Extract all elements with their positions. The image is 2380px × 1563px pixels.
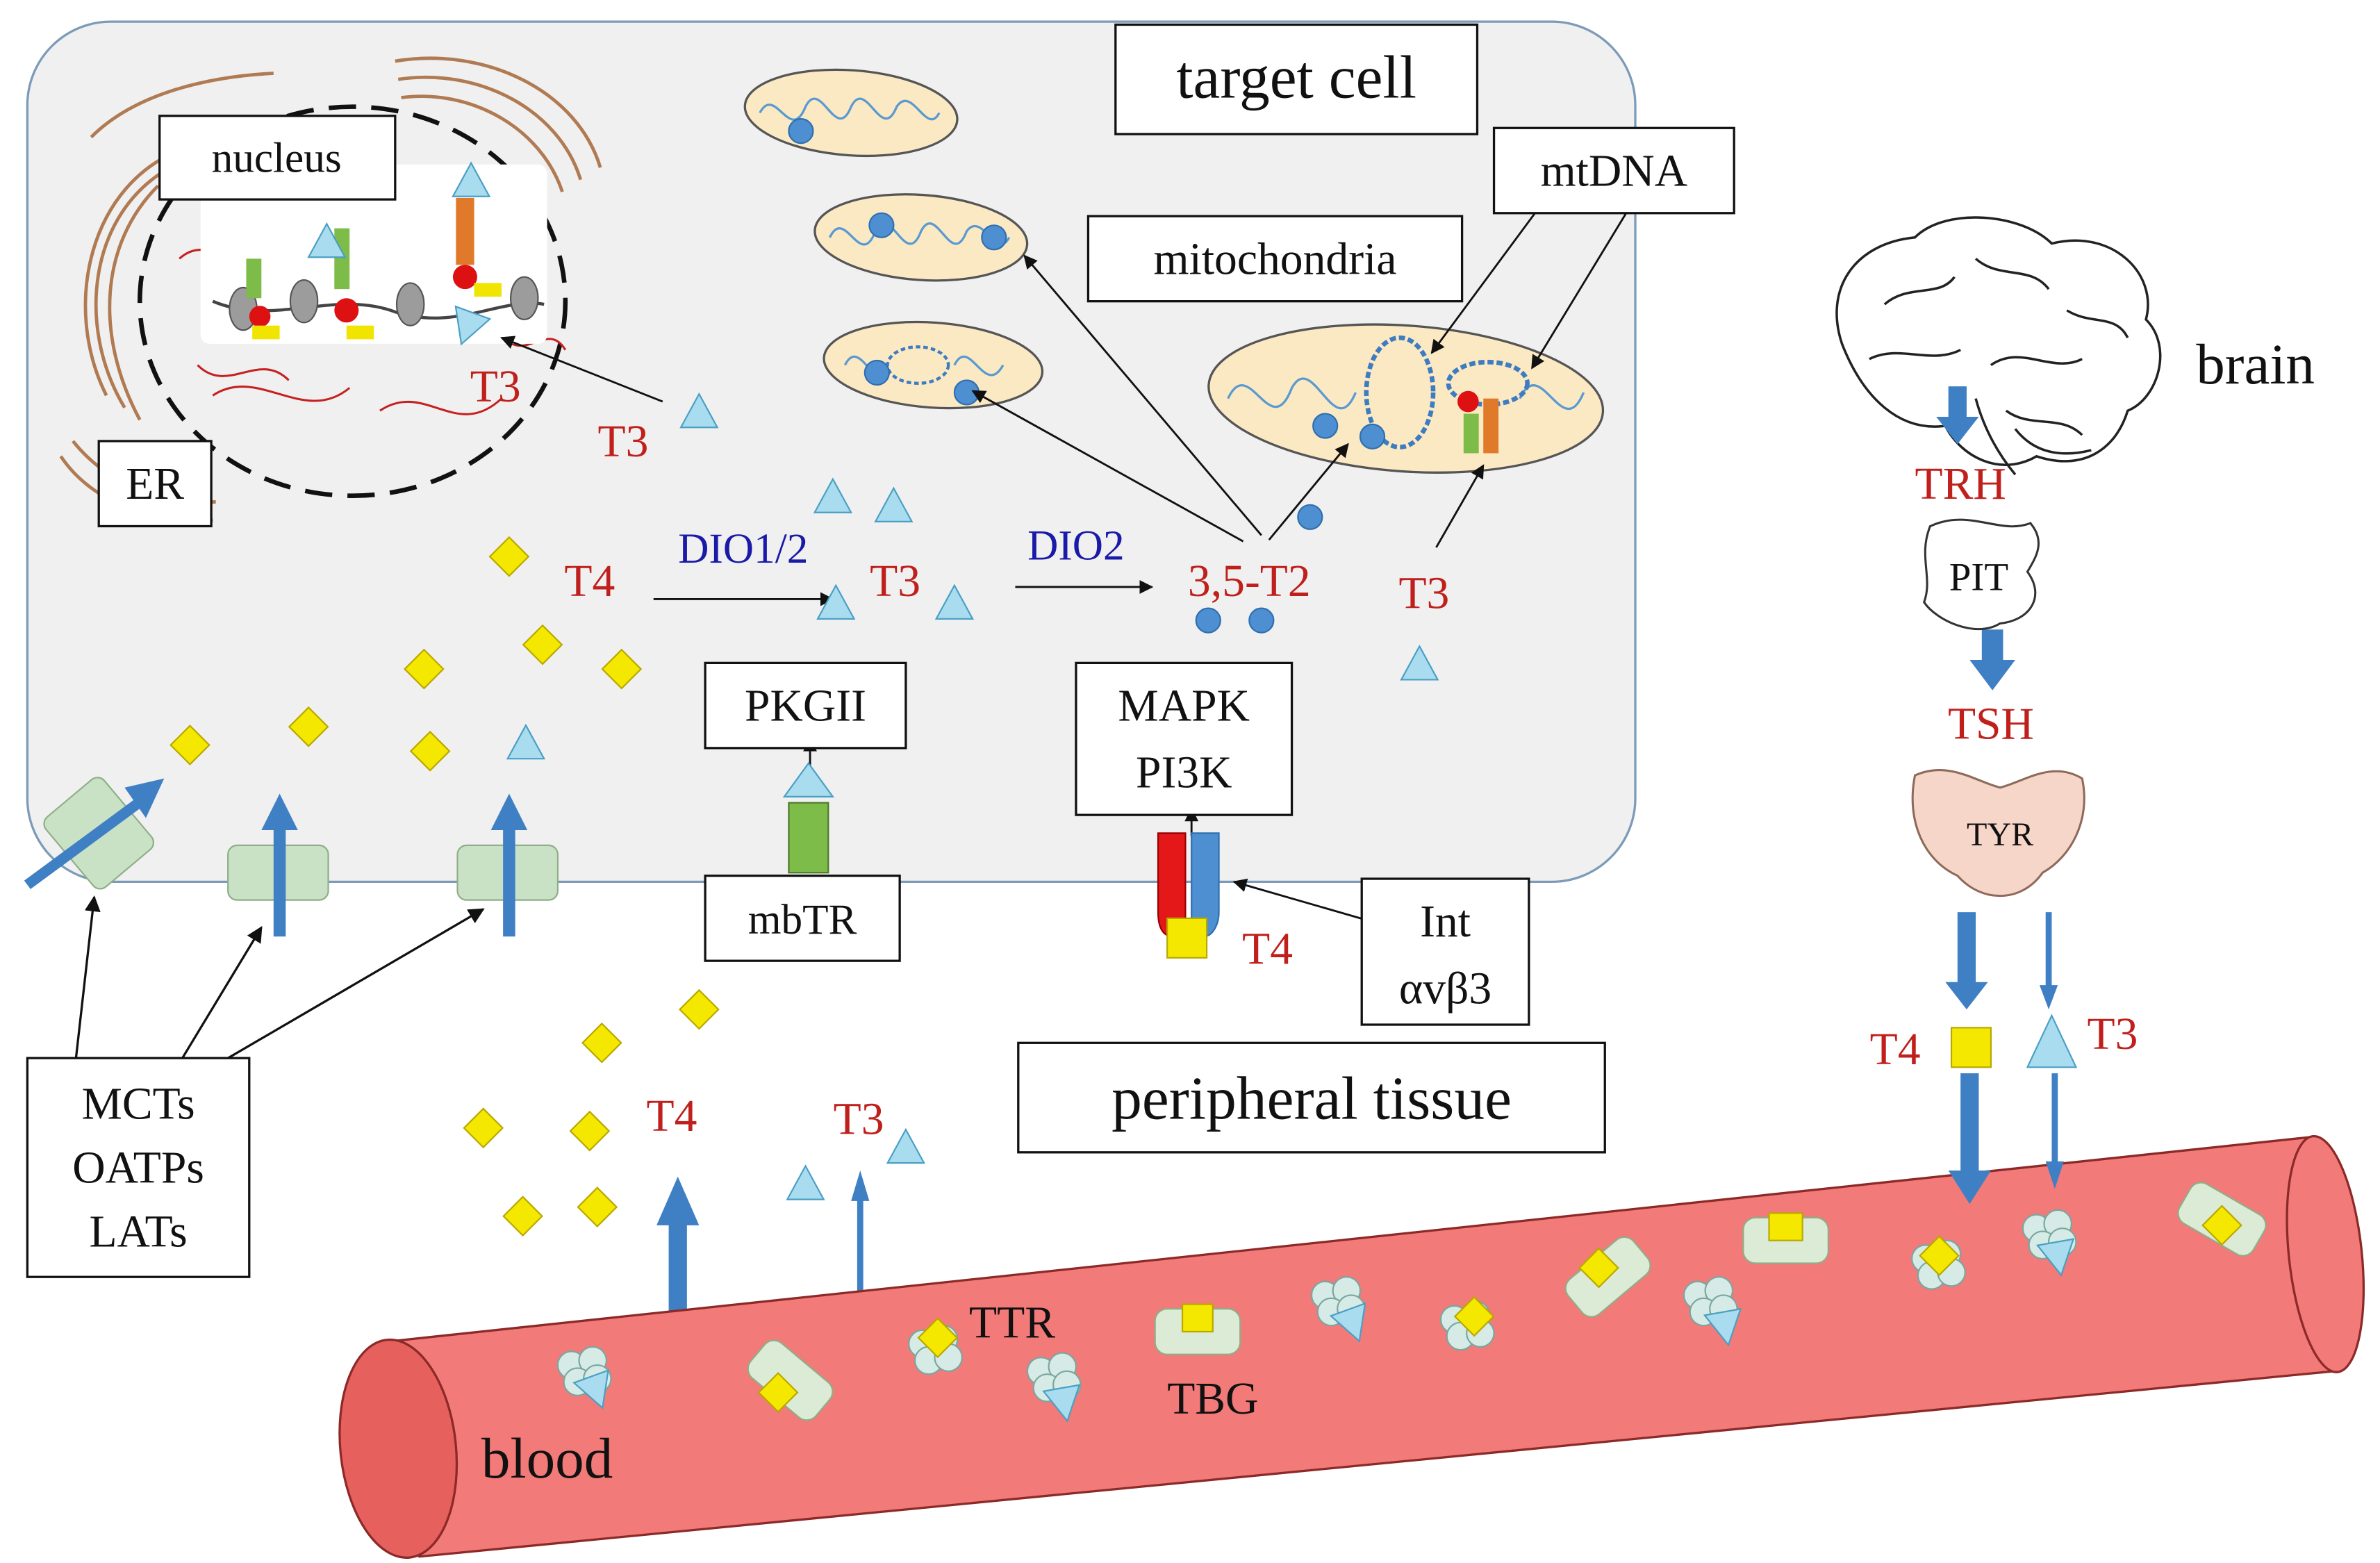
t3-mito-label: T3 bbox=[1398, 569, 1449, 619]
t3-cytosol-label: T3 bbox=[598, 417, 649, 467]
pkgii-label: PKGII bbox=[745, 681, 866, 731]
thyroid-gland-icon: TYR bbox=[1911, 768, 2085, 898]
mitochondria-label: mitochondria bbox=[1154, 234, 1397, 284]
pit-label: PIT bbox=[1949, 555, 2008, 599]
er-label-box: ER bbox=[97, 440, 213, 528]
mcts-label: MCTs bbox=[81, 1080, 195, 1130]
blood-vessel bbox=[338, 1134, 2365, 1559]
arrows-internal bbox=[500, 212, 1628, 923]
t4-thyroid-marker bbox=[1950, 1027, 1992, 1068]
oatps-label: OATPs bbox=[72, 1143, 204, 1193]
t4-cell-label: T4 bbox=[564, 556, 615, 606]
int-label: Int bbox=[1420, 897, 1471, 947]
mtdna-label-box: mtDNA bbox=[1492, 126, 1735, 215]
integrin-subunits-label: αvβ3 bbox=[1399, 964, 1491, 1014]
dio2-label: DIO2 bbox=[1027, 522, 1125, 570]
t4-extracellular-label: T4 bbox=[647, 1091, 697, 1141]
blood-carrier-proteins bbox=[556, 1177, 2272, 1426]
transporter-label-box: MCTs OATPs LATs bbox=[26, 1057, 251, 1278]
tbg-label: TBG bbox=[1167, 1374, 1258, 1424]
t2-label: 3,5-T2 bbox=[1188, 556, 1311, 606]
mbtr-box: mbTR bbox=[704, 874, 901, 962]
pituitary-icon: PIT bbox=[1922, 518, 2040, 631]
pi3k-label: PI3K bbox=[1136, 748, 1232, 798]
transporter-pointer-arrows bbox=[74, 895, 485, 1059]
dio12-label: DIO1/2 bbox=[678, 525, 808, 572]
membrane-transporters bbox=[24, 777, 559, 937]
mitochondria-label-box: mitochondria bbox=[1086, 215, 1464, 303]
tyr-label: TYR bbox=[1967, 816, 2034, 853]
mitochondrion-1 bbox=[743, 68, 959, 158]
t3-extracellular-label: T3 bbox=[834, 1095, 884, 1145]
pkgii-box: PKGII bbox=[704, 661, 907, 750]
brain-icon bbox=[1835, 216, 2162, 476]
nucleus-label: nucleus bbox=[212, 135, 342, 182]
target-cell-label: target cell bbox=[1176, 44, 1416, 111]
t3-nucleus-label: T3 bbox=[470, 362, 521, 412]
integrin-receptor bbox=[1157, 832, 1220, 959]
membrane-thyroid-receptor bbox=[782, 761, 835, 874]
t3-thyroid-label: T3 bbox=[2088, 1009, 2138, 1059]
nucleus bbox=[137, 104, 568, 498]
nucleus-label-box: nucleus bbox=[158, 115, 397, 201]
endoplasmic-reticulum bbox=[59, 56, 602, 522]
mbtr-label: mbTR bbox=[748, 896, 857, 943]
er-label: ER bbox=[126, 459, 184, 509]
t4-thyroid-label: T4 bbox=[1870, 1025, 1921, 1075]
trh-label: TRH bbox=[1915, 459, 2006, 509]
mapk-label: MAPK bbox=[1118, 681, 1250, 731]
peripheral-tissue-label-box: peripheral tissue bbox=[1017, 1041, 1606, 1154]
t3-thyroid-marker bbox=[2026, 1014, 2078, 1068]
peripheral-tissue-label: peripheral tissue bbox=[1112, 1065, 1512, 1132]
mtdna-label: mtDNA bbox=[1541, 146, 1687, 196]
integrin-label-box: Int αvβ3 bbox=[1360, 877, 1530, 1026]
mitochondrion-3 bbox=[823, 320, 1044, 410]
brain-label: brain bbox=[2196, 332, 2315, 396]
blood-label: blood bbox=[481, 1426, 613, 1490]
t3-product-label: T3 bbox=[870, 556, 920, 606]
tsh-label: TSH bbox=[1948, 700, 2034, 750]
mitochondrion-large bbox=[1207, 323, 1605, 474]
target-cell-label-box: target cell bbox=[1114, 23, 1479, 135]
mitochondrion-2 bbox=[813, 193, 1029, 282]
t4-integrin-label: T4 bbox=[1242, 925, 1293, 975]
hpt-axis-arrows bbox=[1936, 386, 2064, 1205]
ttr-label: TTR bbox=[969, 1298, 1055, 1348]
lats-label: LATs bbox=[89, 1207, 187, 1257]
mapk-pi3k-box: MAPK PI3K bbox=[1075, 661, 1294, 816]
